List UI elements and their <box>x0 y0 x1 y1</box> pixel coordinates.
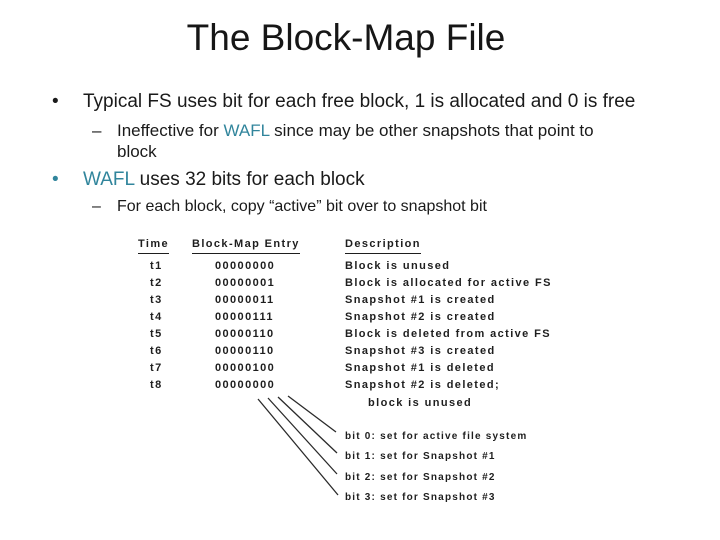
table-cell-desc: Snapshot #3 is created <box>345 345 496 357</box>
subbullet-text: For each block, copy “active” bit over t… <box>117 198 487 215</box>
table-cell-desc: Block is deleted from active FS <box>345 328 552 340</box>
table-cell-entry: 00000110 <box>215 345 275 357</box>
table-cell-desc: Snapshot #1 is deleted <box>345 362 496 374</box>
table-cell-time: t7 <box>150 362 163 374</box>
table-cell-entry: 00000000 <box>215 379 276 391</box>
bullet-text: Typical FS uses bit for each free block,… <box>83 91 636 112</box>
bullet-marker: • <box>52 169 59 190</box>
table-cell-time: t5 <box>150 328 163 340</box>
table-cell-entry: 00000111 <box>215 311 274 323</box>
table-cell-entry: 00000011 <box>215 294 275 306</box>
table-cell-time: t4 <box>150 311 163 323</box>
wafl-accent-text: WAFL <box>83 169 135 190</box>
subbullet-ineffective: – Ineffective for WAFL since may be othe… <box>92 120 640 163</box>
table-cell-desc-continuation: block is unused <box>368 397 473 409</box>
column-header-time: Time <box>138 239 170 254</box>
page-title: The Block-Map File <box>186 17 506 58</box>
bit0-label: bit 0: set for active file system <box>345 431 528 442</box>
table-cell-desc: Snapshot #1 is created <box>345 294 496 306</box>
bit2-label: bit 2: set for Snapshot #2 <box>345 472 496 483</box>
subbullet-copy-active-bit: – For each block, copy “active” bit over… <box>92 197 652 217</box>
table-cell-desc: Snapshot #2 is deleted; <box>345 379 501 391</box>
table-cell-time: t2 <box>150 277 163 289</box>
table-cell-desc: Block is allocated for active FS <box>345 277 552 289</box>
bullet-text: WAFL uses 32 bits for each block <box>83 168 365 191</box>
wafl-accent-text: WAFL <box>223 121 270 140</box>
bullet-marker: • <box>52 91 59 112</box>
table-cell-desc: Block is unused <box>345 260 451 272</box>
table-cell-time: t1 <box>150 260 163 272</box>
column-header-description: Description <box>345 239 421 254</box>
text-post: since may be other snapshots that point … <box>117 121 594 162</box>
column-header-entry: Block-Map Entry <box>192 239 300 254</box>
table-cell-time: t6 <box>150 345 163 357</box>
table-cell-entry: 00000110 <box>215 328 275 340</box>
text-pre: Ineffective for <box>117 121 224 140</box>
bullet-typical-fs: • Typical FS uses bit for each free bloc… <box>52 90 677 113</box>
table-cell-entry: 00000100 <box>215 362 276 374</box>
table-cell-entry: 00000000 <box>215 260 276 272</box>
table-cell-time: t3 <box>150 294 163 306</box>
dash-marker: – <box>92 121 102 140</box>
table-cell-time: t8 <box>150 379 163 391</box>
table-cell-entry: 00000001 <box>215 277 276 289</box>
table-cell-desc: Snapshot #2 is created <box>345 311 496 323</box>
dash-marker: – <box>92 198 101 215</box>
subbullet-text: Ineffective for WAFL since may be other … <box>117 120 627 163</box>
bullet-wafl-32bits: • WAFL uses 32 bits for each block <box>52 168 677 191</box>
bit1-label: bit 1: set for Snapshot #1 <box>345 451 496 462</box>
bit3-label: bit 3: set for Snapshot #3 <box>345 492 496 503</box>
text-post: uses 32 bits for each block <box>134 169 365 190</box>
